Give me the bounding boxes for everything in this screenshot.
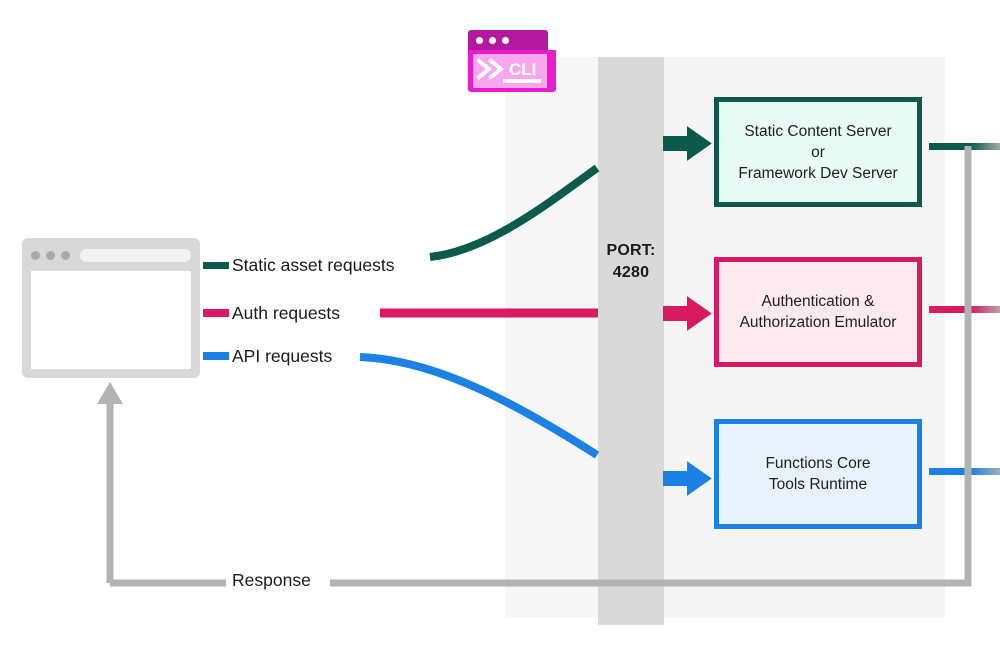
- flow-line-static-asset: [429, 164, 600, 261]
- response-arrowhead: [97, 382, 123, 404]
- node-auth-line1: Authentication &: [761, 293, 875, 310]
- flow-label-static-asset-requests: Static asset requests: [232, 255, 395, 275]
- window-maximize-dot-icon: [61, 250, 70, 260]
- flow-label-response: Response: [232, 570, 311, 590]
- browser-address-bar[interactable]: [80, 248, 191, 262]
- host-panel-left-gutter: [505, 57, 598, 618]
- response-return-bus: [110, 146, 972, 587]
- node-auth-line2: Authorization Emulator: [739, 314, 897, 331]
- window-close-dot-icon: [31, 250, 40, 260]
- node-func-line2: Tools Runtime: [768, 476, 868, 493]
- response-label-knockout: [226, 570, 330, 596]
- cli-dot-2-icon: [489, 36, 496, 44]
- browser-window[interactable]: [22, 238, 200, 378]
- node-static-content-server[interactable]: Static Content Server or Framework Dev S…: [714, 97, 922, 207]
- cli-dot-1-icon: [476, 36, 483, 44]
- port-label-line1: PORT:: [606, 242, 656, 259]
- legend-stub-api: [203, 352, 229, 360]
- node-static-line3: Framework Dev Server: [738, 164, 898, 182]
- flow-label-api-requests: API requests: [232, 346, 333, 366]
- legend-stub-auth: [203, 309, 229, 317]
- flow-arrow-static-asset: [663, 126, 712, 161]
- cli-prompt-icon: CLI: [476, 58, 541, 83]
- node-auth-emulator[interactable]: Authentication & Authorization Emulator: [714, 257, 922, 367]
- cli-icon-body: CLI: [468, 50, 556, 92]
- cli-icon-titlebar: [468, 30, 548, 50]
- node-static-line2: or: [811, 143, 825, 161]
- legend-stub-static: [203, 262, 229, 269]
- cli-icon: CLI: [468, 30, 556, 92]
- node-static-line1: Static Content Server: [744, 122, 892, 140]
- node-func-line1: Functions Core: [765, 455, 871, 472]
- port-label: PORT: 4280: [598, 240, 664, 284]
- flow-arrow-api: [663, 461, 712, 496]
- window-minimize-dot-icon: [46, 250, 55, 260]
- port-label-line2: 4280: [612, 264, 650, 281]
- flow-line-api: [359, 353, 600, 459]
- browser-viewport: [31, 271, 191, 369]
- flow-arrow-auth: [663, 296, 712, 331]
- browser-chrome: [29, 245, 193, 265]
- flow-label-auth-requests: Auth requests: [232, 303, 340, 323]
- cli-text: CLI: [509, 60, 536, 79]
- cli-dot-3-icon: [502, 36, 509, 44]
- cli-icon-screen: CLI: [473, 54, 547, 88]
- port-bar: [598, 57, 664, 625]
- node-functions-runtime[interactable]: Functions Core Tools Runtime: [714, 419, 922, 529]
